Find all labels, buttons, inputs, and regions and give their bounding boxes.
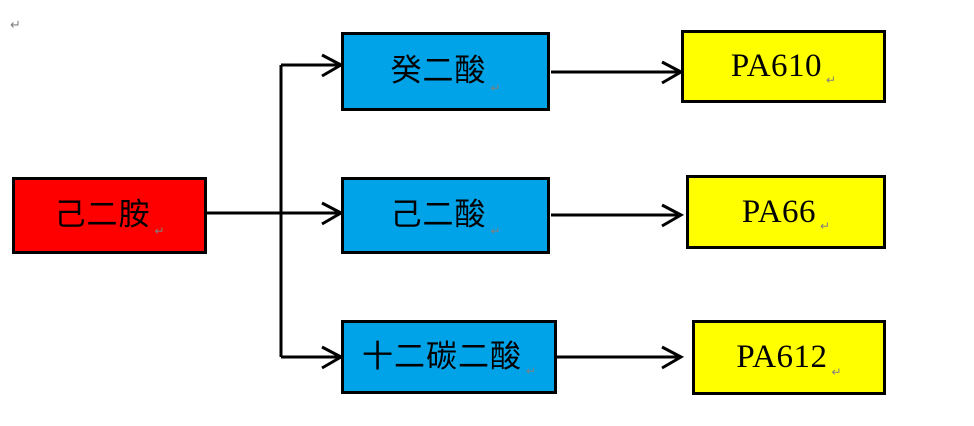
node-pa66-label: PA66: [741, 193, 817, 230]
node-pa612-return-mark: ↵: [831, 365, 842, 379]
node-adipic-acid[interactable]: 己二酸 ↵: [341, 177, 550, 254]
arrowhead-into-pa66: [661, 203, 685, 228]
arrowhead-into-sebacic: [321, 53, 345, 78]
node-sebacic-acid[interactable]: 癸二酸 ↵: [341, 32, 550, 111]
document-return-mark: ↵: [10, 17, 21, 32]
node-pa612[interactable]: PA612 ↵: [692, 320, 886, 395]
node-sebacic-acid-label: 癸二酸: [390, 53, 487, 89]
arrowhead-into-pa612: [661, 345, 685, 370]
node-pa66[interactable]: PA66 ↵: [686, 175, 886, 249]
node-dodecanedioic-acid-label: 十二碳二酸: [361, 338, 522, 375]
node-pa610[interactable]: PA610 ↵: [681, 30, 886, 103]
node-adipic-acid-label: 己二酸: [390, 197, 487, 233]
node-pa612-label: PA612: [736, 339, 828, 375]
node-dodecanedioic-acid-return-mark: ↵: [525, 364, 537, 378]
arrowhead-into-pa610: [661, 60, 685, 85]
node-sebacic-acid-return-mark: ↵: [490, 81, 501, 95]
node-hexamethylenediamine-label: 己二胺: [54, 197, 151, 233]
node-adipic-acid-return-mark: ↵: [490, 224, 501, 238]
node-hexamethylenediamine-return-mark: ↵: [154, 224, 165, 238]
node-pa610-return-mark: ↵: [826, 73, 837, 87]
node-pa66-return-mark: ↵: [820, 219, 831, 233]
node-pa610-label: PA610: [730, 48, 823, 84]
node-hexamethylenediamine[interactable]: 己二胺 ↵: [12, 177, 207, 254]
arrowhead-into-adipic: [321, 201, 345, 226]
node-dodecanedioic-acid[interactable]: 十二碳二酸 ↵: [341, 320, 557, 394]
arrowhead-into-dodecanedioic: [321, 345, 345, 370]
